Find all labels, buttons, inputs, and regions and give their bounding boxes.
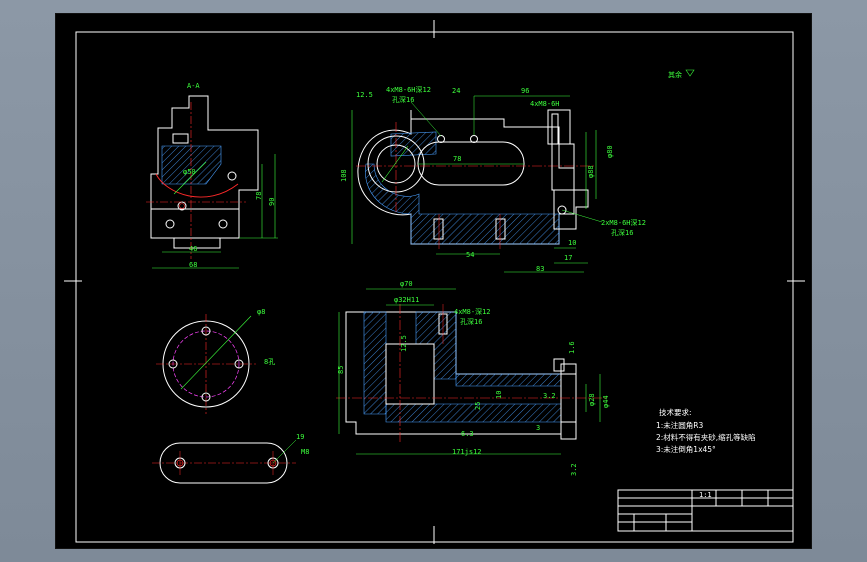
lower-roughness-2: 6.3 [461, 430, 474, 438]
dim-96: 96 [521, 87, 529, 95]
dim-phi80: φ80 [606, 145, 614, 158]
slot-dim-19: 19 [296, 433, 304, 441]
lower-thread-b: 孔深16 [460, 317, 482, 326]
drawing-canvas: A-A φ50 46 68 7 [64, 20, 805, 544]
dim-phi32: φ32H11 [394, 296, 419, 304]
width-46-dim: 46 [189, 245, 197, 253]
slot-view: 19 M8 [152, 433, 309, 484]
thread-callout-1: 4xM8-6H深12 [386, 85, 431, 94]
lower-dim-25: 25 [474, 402, 482, 410]
tech-requirements: 技术要求: 1:未注圆角R3 2:材料不得有夹砂,缩孔等缺陷 3:未注倒角1x4… [656, 407, 756, 454]
dim-phi28: φ28 [588, 393, 596, 406]
dim-17: 17 [564, 254, 572, 262]
thread-callout-1b: 孔深16 [392, 95, 414, 104]
height-78-dim: 78 [255, 192, 263, 200]
dim-10-lower: 10 [495, 391, 503, 399]
flange-view: φ8 8孔 [156, 308, 275, 414]
dim-phi70: φ70 [400, 280, 413, 288]
tech-item-1: 1:未注圆角R3 [656, 420, 704, 430]
dim-54: 54 [466, 251, 474, 259]
dim-h85: 85 [337, 366, 345, 374]
tech-item-3: 3:未注倒角1x45° [656, 444, 716, 454]
dim-78: 78 [453, 155, 461, 163]
dim-10-right: 10 [568, 239, 576, 247]
thread-callout-3: 2xM8-6H深12 [601, 218, 646, 227]
lower-small-1: 1.6 [568, 341, 576, 354]
lower-thread-a: 4xM8-深12 [454, 307, 491, 316]
slot-thread: M8 [301, 448, 309, 456]
front-view: 108 12.5 4xM8-6H深12 孔深16 24 96 4xM8-6H 7… [340, 85, 646, 273]
scale-label: 1:1 [699, 491, 712, 499]
roughness-rest-note: 其余 [668, 70, 682, 79]
tech-item-2: 2:材料不得有夹砂,缩孔等缺陷 [656, 432, 756, 442]
dim-24: 24 [452, 87, 460, 95]
lower-section-view: φ70 φ32H11 4xM8-深12 孔深16 12.5 85 171js12… [336, 280, 610, 476]
dim-83: 83 [536, 265, 544, 273]
thread-callout-3b: 孔深16 [611, 228, 633, 237]
width-68-dim: 68 [189, 261, 197, 269]
lower-roughness: 12.5 [400, 335, 408, 352]
height-108-dim: 108 [340, 169, 348, 182]
height-90-dim: 90 [268, 198, 276, 206]
flange-phi-dim: φ8 [257, 308, 265, 316]
dim-3-2: 3.2 [543, 392, 556, 400]
dim-171: 171js12 [452, 448, 482, 456]
section-label: A-A [187, 82, 200, 90]
drawing-sheet[interactable]: A-A φ50 46 68 7 [55, 13, 812, 549]
dim-phi44: φ44 [602, 395, 610, 408]
thread-callout-2: 4xM8-6H [530, 100, 560, 108]
dim-phi88: φ88 [587, 165, 595, 178]
tech-title: 技术要求: [659, 407, 692, 417]
roughness-symbol [685, 69, 695, 77]
bore-dim: φ50 [183, 168, 196, 176]
flange-holes-note: 8孔 [264, 358, 275, 366]
lower-small-2: 3.2 [570, 463, 578, 476]
title-block: 1:1 [617, 489, 794, 532]
roughness-mark: 12.5 [356, 91, 373, 99]
dim-3: 3 [536, 424, 540, 432]
section-view-aa: A-A φ50 46 68 7 [146, 82, 278, 269]
